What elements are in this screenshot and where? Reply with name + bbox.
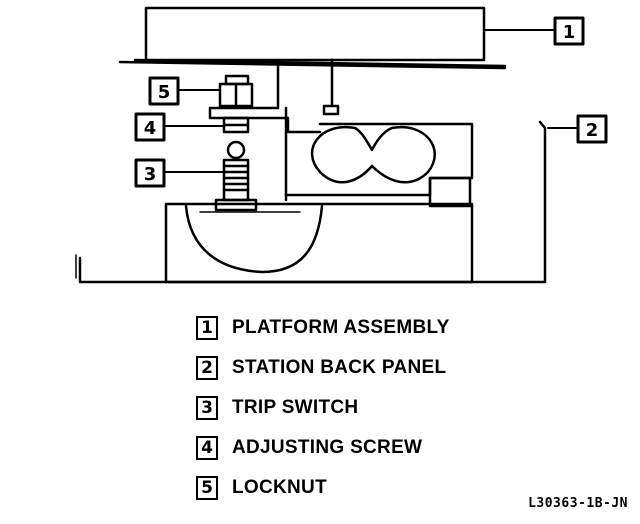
figure-id: L30363-1B-JN [528,496,628,511]
callout-4-number: 4 [144,118,157,139]
callout-5-number: 5 [158,82,171,103]
legend-item: 3 TRIP SWITCH [196,388,450,428]
callout-1-number: 1 [563,22,576,43]
callout-4-box [134,112,166,142]
legend-item: 4 ADJUSTING SCREW [196,428,450,468]
callout-5-box [148,76,180,106]
legend-label: STATION BACK PANEL [232,357,447,378]
legend-number-box: 2 [196,356,218,380]
legend-number-box: 5 [196,476,218,500]
switch-housing-drawing [164,202,474,284]
mechanical-diagram: 1 2 3 4 5 [75,6,608,284]
legend-item: 5 LOCKNUT [196,468,450,508]
platform-assembly-drawing [118,6,507,70]
legend-label: PLATFORM ASSEMBLY [232,317,450,338]
legend-label: ADJUSTING SCREW [232,437,423,458]
legend-label: LOCKNUT [232,477,327,498]
cam-shape-drawing [310,125,436,184]
callout-1-box [553,16,585,46]
legend-number-box: 4 [196,436,218,460]
legend: 1 PLATFORM ASSEMBLY 2 STATION BACK PANEL… [196,308,450,508]
locknut-drawing [218,74,254,108]
callout-3-box [134,158,166,188]
callout-2-box [576,114,608,144]
trip-switch-drawing [214,140,258,212]
legend-label: TRIP SWITCH [232,397,359,418]
legend-item: 2 STATION BACK PANEL [196,348,450,388]
callout-3-number: 3 [144,164,157,185]
callout-2-number: 2 [586,120,599,141]
legend-number-box: 3 [196,396,218,420]
side-block-drawing [428,176,472,208]
legend-number-box: 1 [196,316,218,340]
legend-item: 1 PLATFORM ASSEMBLY [196,308,450,348]
adjusting-screw-drawing [222,116,250,134]
station-back-panel-drawing [75,120,547,284]
